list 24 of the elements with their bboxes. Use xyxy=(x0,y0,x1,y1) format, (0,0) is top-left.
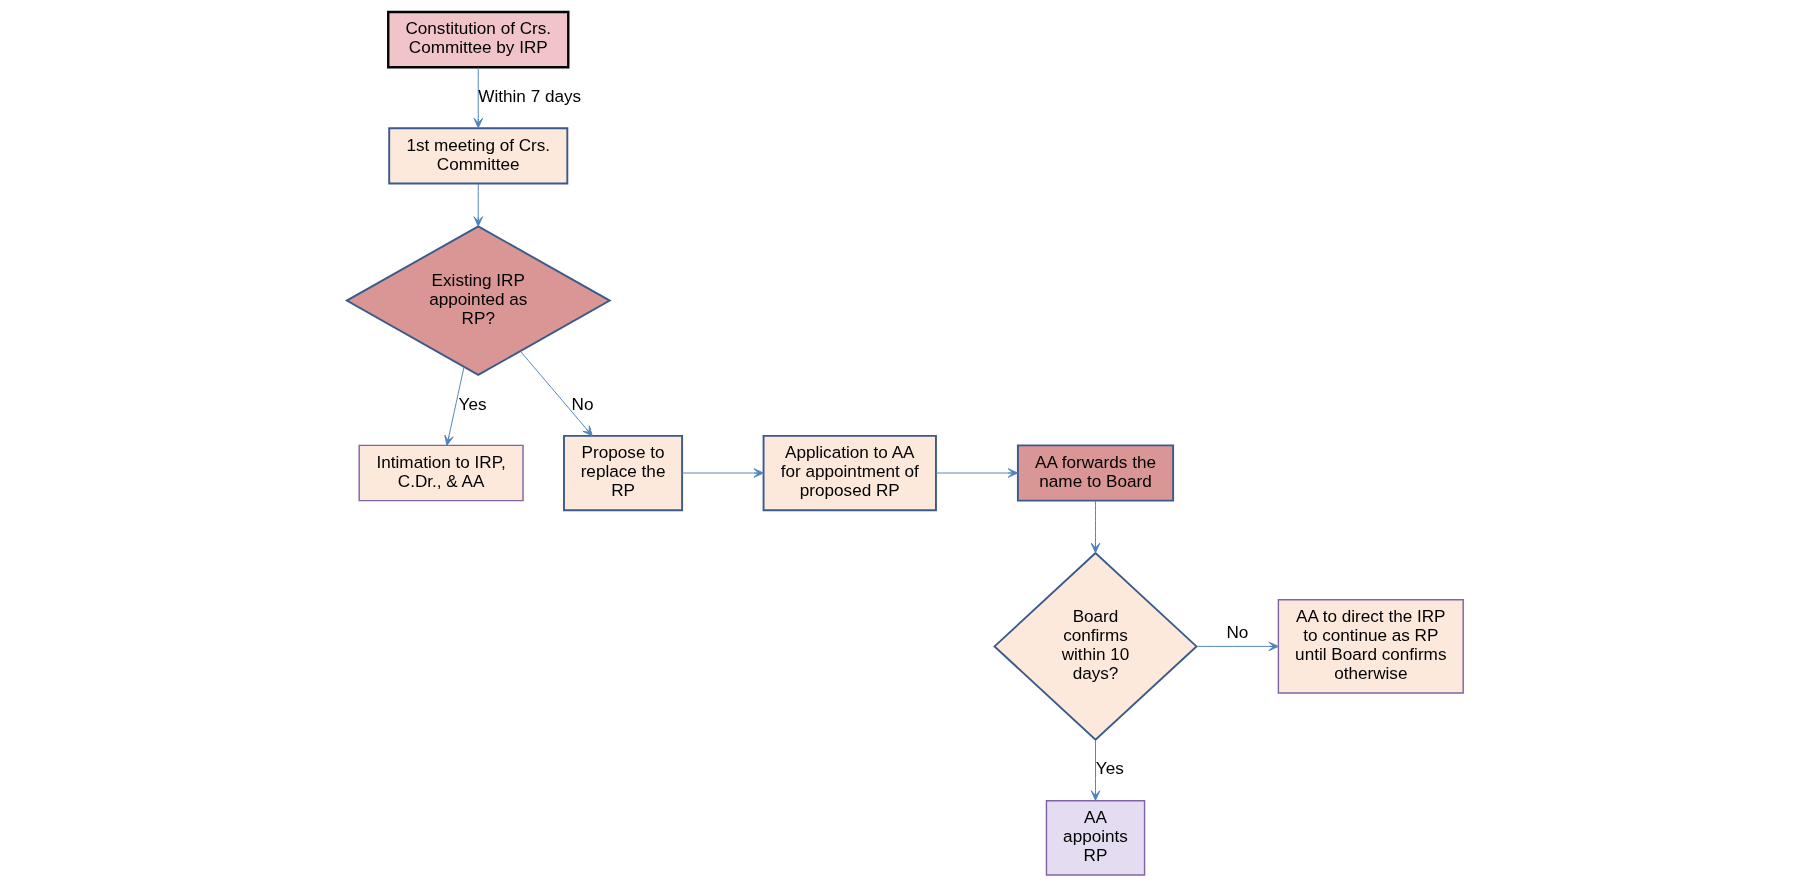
node-box: AA forwards the name to Board xyxy=(1016,444,1174,502)
edge-label: Yes xyxy=(458,393,487,414)
node-box: 1st meeting of Crs. Committee xyxy=(387,127,568,185)
node-diamond: Board confirms within 10 days? xyxy=(992,551,1198,742)
edge-label: Within 7 days xyxy=(477,85,581,106)
node-box: Propose to replace the RP xyxy=(562,434,683,512)
arrow xyxy=(681,468,764,478)
arrow xyxy=(473,183,483,227)
node-box: Application to AA for appointment of proposed RP xyxy=(762,434,937,512)
arrow xyxy=(935,468,1018,478)
node-box: Constitution of Crs. Committee by IRP xyxy=(386,10,569,69)
edge-label: No xyxy=(571,393,594,414)
arrow xyxy=(1090,500,1100,554)
arrow xyxy=(1090,739,1100,801)
node-box: Intimation to IRP, C.Dr., & AA xyxy=(357,444,524,502)
node-box: AA appoints RP xyxy=(1045,800,1145,876)
node-diamond: Existing IRP appointed as RP? xyxy=(344,225,612,376)
node-box: AA to direct the IRP to continue as RP until Board confirms otherwise xyxy=(1277,599,1464,694)
arrow xyxy=(1195,641,1279,652)
arrow xyxy=(473,66,483,129)
arrow xyxy=(519,350,593,437)
arrow xyxy=(443,366,464,446)
edge-label: Yes xyxy=(1095,758,1124,779)
edge-label: No xyxy=(1225,622,1248,643)
